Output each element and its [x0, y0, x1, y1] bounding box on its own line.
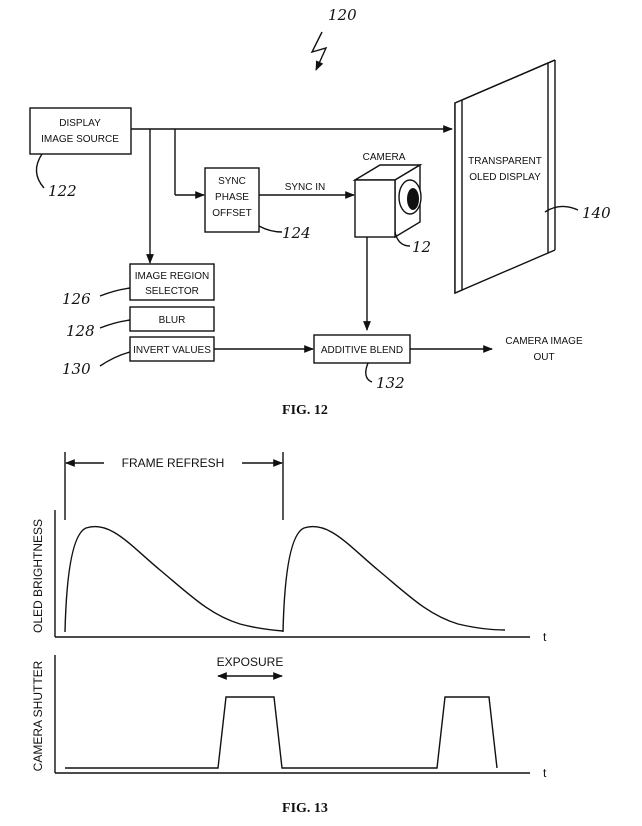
sync-in-label: SYNC IN	[285, 182, 326, 193]
transparent-oled-display	[454, 59, 556, 295]
camera-shutter-signal	[65, 696, 498, 769]
ref-12: 12	[412, 238, 431, 256]
ref-124: 124	[282, 224, 311, 242]
selector-label-1: IMAGE REGION	[135, 271, 209, 282]
ref-128-leader	[99, 319, 131, 329]
display-source-label-1: DISPLAY	[59, 118, 101, 129]
camera-shutter-label: CAMERA SHUTTER	[31, 660, 45, 771]
ref-132-leader	[365, 362, 373, 383]
output-label-1: CAMERA IMAGE	[505, 336, 583, 347]
oled-x-label: t	[543, 630, 547, 644]
oled-label-1: TRANSPARENT	[468, 156, 542, 167]
selector-label-2: SELECTOR	[145, 286, 199, 297]
blur-box	[129, 306, 215, 332]
fig13-caption: FIG. 13	[282, 801, 328, 816]
ref-122-leader	[35, 153, 45, 189]
ref-140-leader	[544, 205, 579, 213]
fig13-timing-diagram: FRAME REFRESH t OLED BRIGHTNESS EXPOSURE…	[31, 452, 547, 816]
ref-124-leader	[258, 225, 283, 233]
ref-140: 140	[582, 204, 611, 222]
sync-label-2: PHASE	[215, 192, 249, 203]
blend-label: ADDITIVE BLEND	[321, 345, 403, 356]
sync-label-3: OFFSET	[212, 208, 251, 219]
ref-126-leader	[99, 287, 131, 297]
ref-120-squiggle-arrow	[310, 31, 328, 71]
oled-brightness-curve	[64, 525, 506, 633]
blur-label: BLUR	[159, 315, 186, 326]
camera-label: CAMERA	[363, 152, 406, 163]
shutter-x-label: t	[543, 766, 547, 780]
ref-12-leader	[394, 231, 411, 247]
ref-130: 130	[62, 360, 91, 378]
fig12-caption: FIG. 12	[282, 403, 328, 418]
frame-refresh-label: FRAME REFRESH	[122, 456, 225, 470]
image-region-selector-box	[129, 263, 215, 301]
display-source-label-2: IMAGE SOURCE	[41, 134, 119, 145]
invert-values-box	[129, 336, 215, 362]
sync-label-1: SYNC	[218, 176, 246, 187]
oled-brightness-label: OLED BRIGHTNESS	[31, 519, 45, 633]
display-image-source-box	[29, 107, 132, 155]
ref-122: 122	[48, 182, 77, 200]
ref-126: 126	[62, 290, 91, 308]
sync-phase-offset-box	[204, 167, 260, 233]
ref-128: 128	[66, 322, 95, 340]
invert-label: INVERT VALUES	[133, 345, 211, 356]
exposure-label: EXPOSURE	[217, 655, 284, 669]
ref-120: 120	[328, 6, 357, 24]
fig12-diagram: 120 DISPLAY IMAGE SOURCE 122 SYNC PHASE …	[29, 6, 611, 418]
ref-130-leader	[99, 351, 131, 367]
oled-label-2: OLED DISPLAY	[469, 172, 541, 183]
ref-132: 132	[376, 374, 405, 392]
output-label-2: OUT	[533, 352, 554, 363]
camera-icon	[352, 163, 423, 239]
